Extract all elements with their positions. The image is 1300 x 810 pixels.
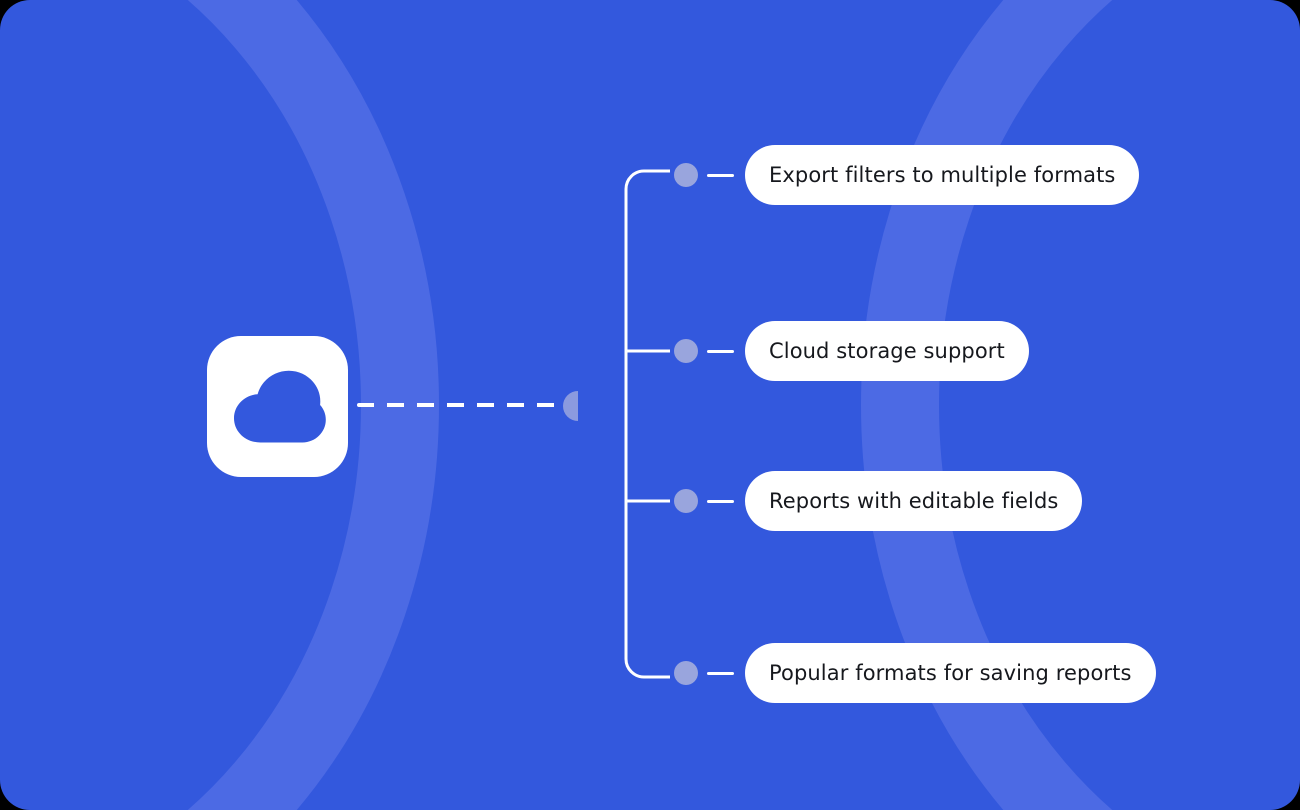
feature-card-label: Popular formats for saving reports [769,660,1132,685]
feature-row[interactable]: Popular formats for saving reports [674,643,1156,703]
cloud-icon [230,370,326,444]
feature-card-label: Export filters to multiple formats [769,162,1116,187]
connector-stub [707,499,734,503]
feature-card-label: Cloud storage support [769,338,1005,363]
dashed-connector-line [357,403,565,407]
connector-endpoint-dot [563,391,578,421]
feature-card[interactable]: Cloud storage support [745,321,1029,381]
branch-bracket [620,168,676,680]
feature-card[interactable]: Reports with editable fields [745,471,1083,531]
connector-stub [707,349,734,353]
feature-card-label: Reports with editable fields [769,488,1059,513]
cloud-badge [207,336,348,477]
feature-row[interactable]: Export filters to multiple formats [674,145,1140,205]
node-dot [674,489,698,513]
feature-row[interactable]: Cloud storage support [674,321,1029,381]
connector-stub [707,173,734,177]
node-dot [674,163,698,187]
node-dot [674,339,698,363]
connector-stub [707,671,734,675]
feature-card[interactable]: Export filters to multiple formats [745,145,1140,205]
feature-card[interactable]: Popular formats for saving reports [745,643,1156,703]
feature-row[interactable]: Reports with editable fields [674,471,1083,531]
node-dot [674,661,698,685]
